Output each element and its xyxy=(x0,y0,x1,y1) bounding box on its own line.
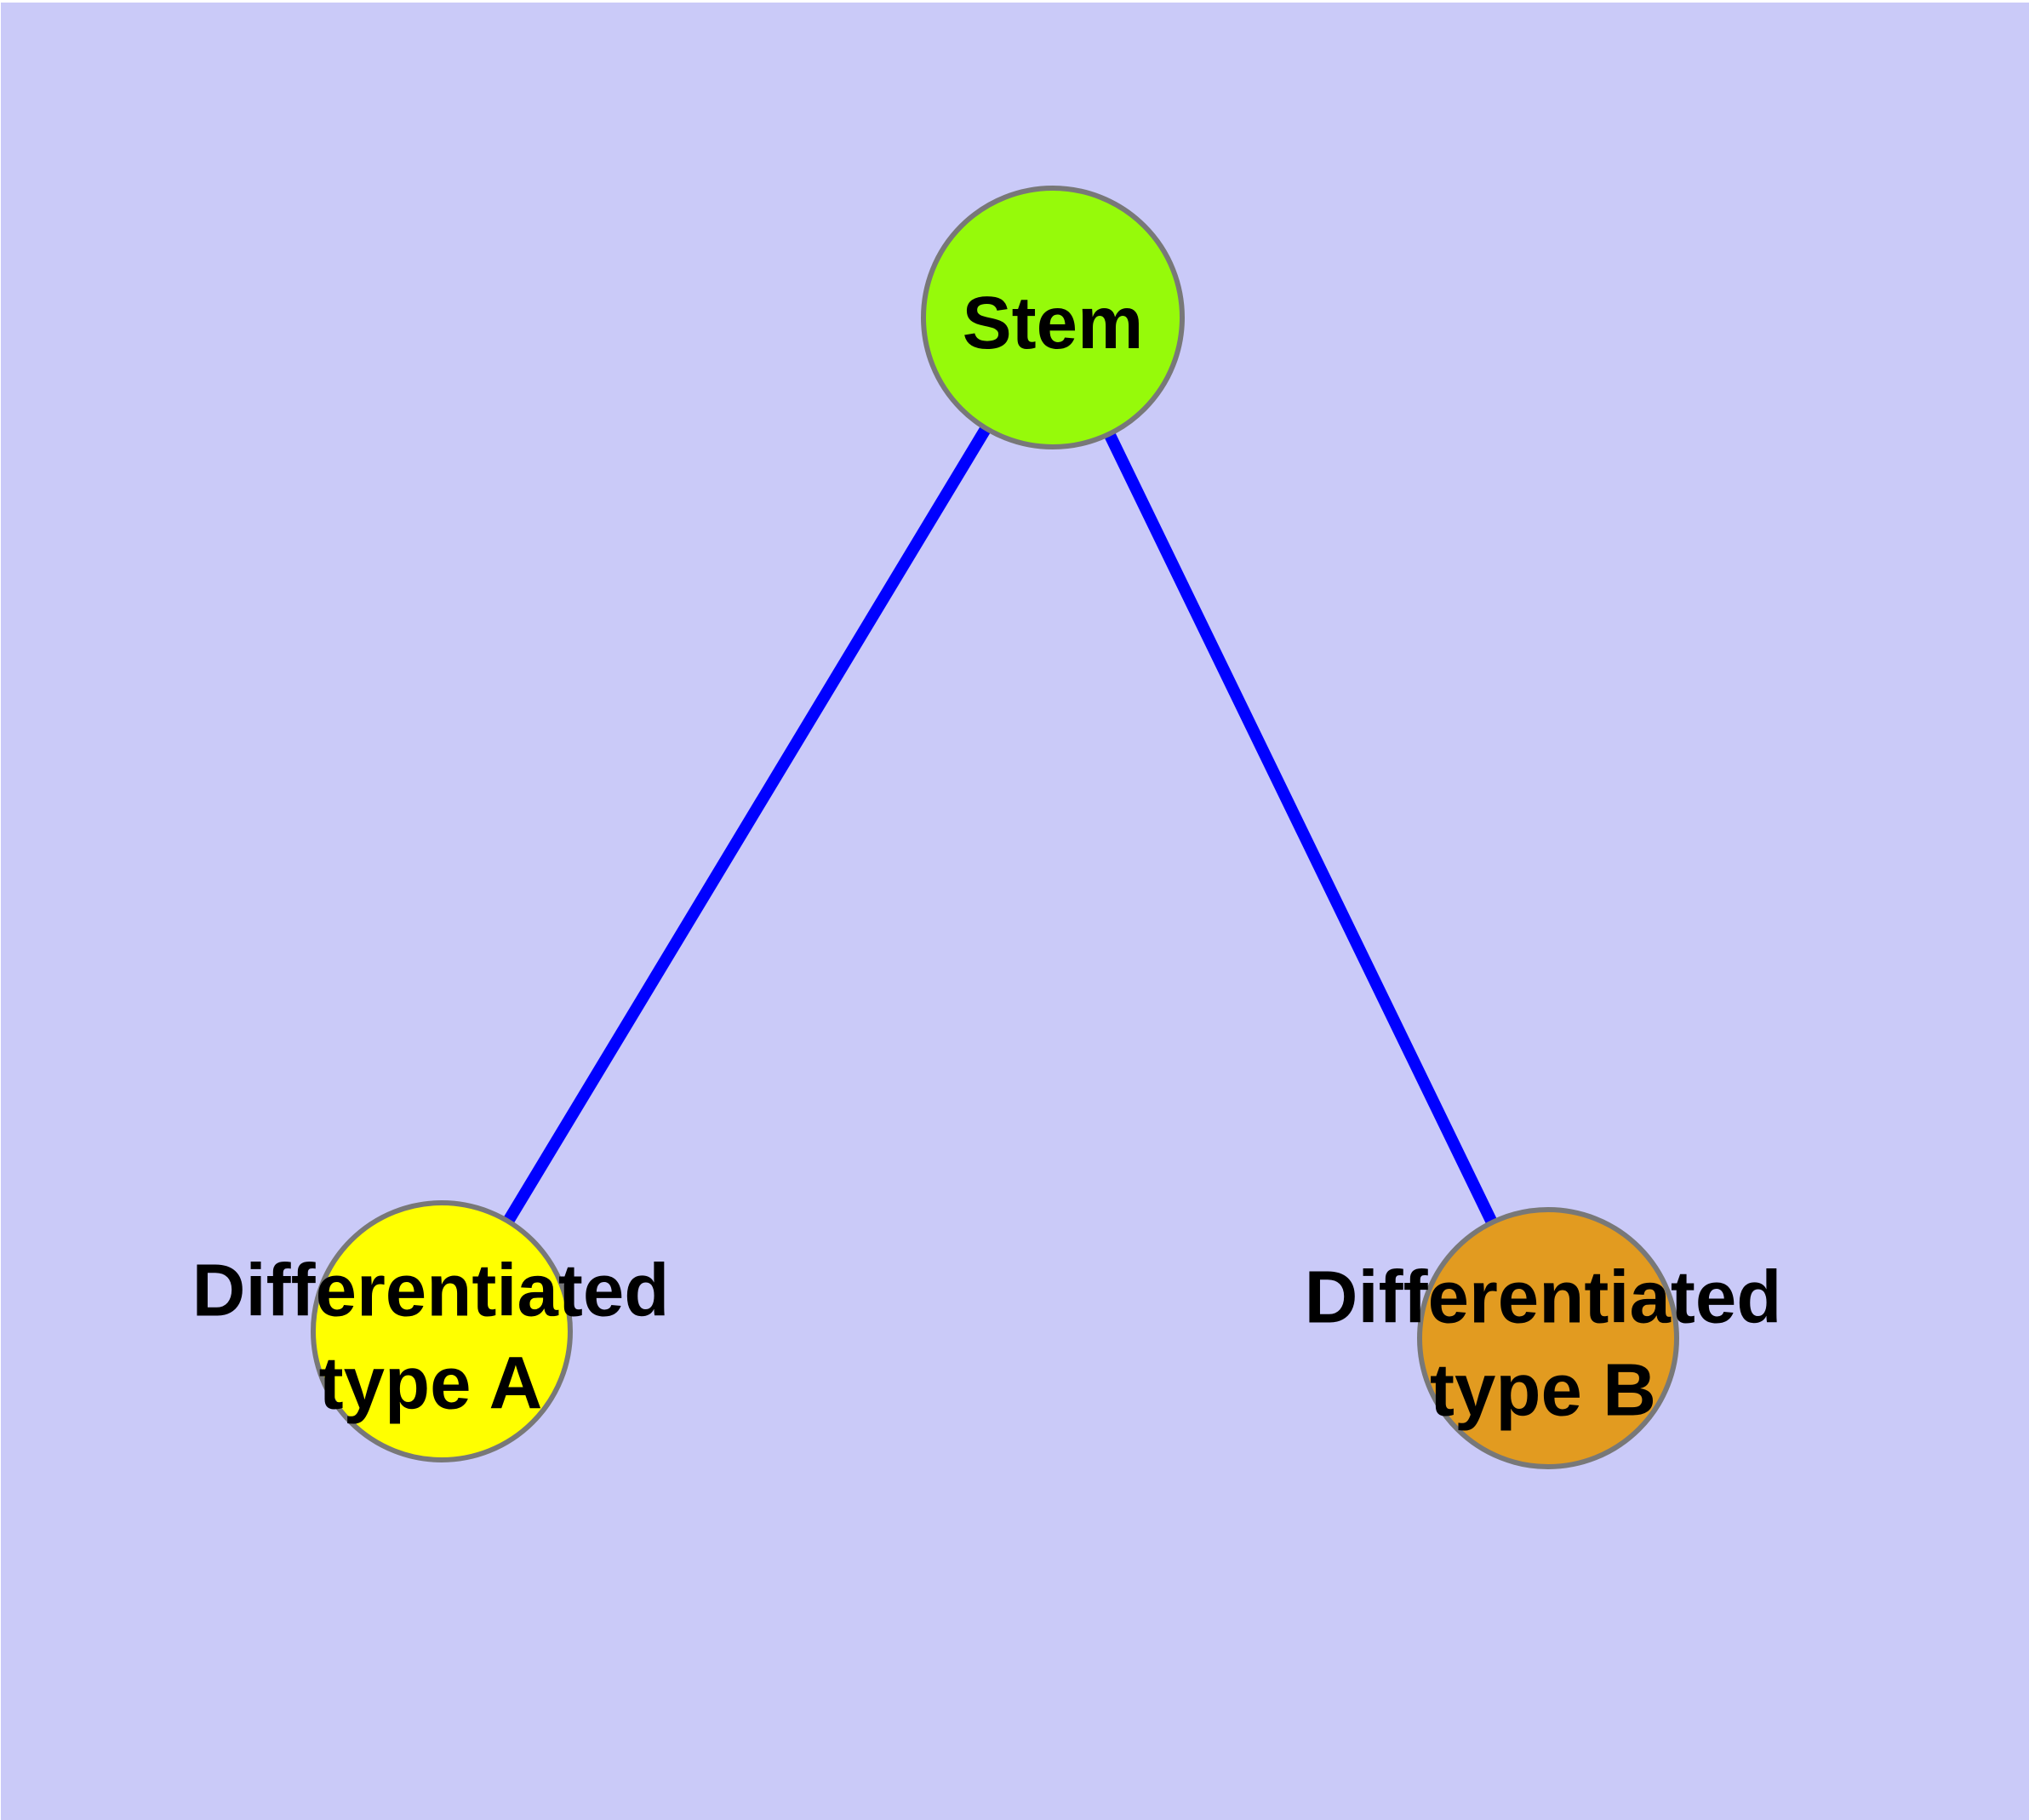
node-diff-type-a-label-line-1: Differentiated xyxy=(192,1250,670,1332)
node-diff-type-b-circle xyxy=(1417,1207,1679,1469)
nodes-layer xyxy=(311,186,1679,1469)
node-diff-type-a-label: Differentiated type A xyxy=(192,1250,670,1425)
node-stem-label-line-1: Stem xyxy=(963,282,1144,364)
node-stem-circle xyxy=(921,186,1185,449)
edges-layer xyxy=(437,314,1554,1342)
node-diff-type-b-label-line-2: type B xyxy=(1430,1349,1656,1432)
node-diff-type-a-label-line-2: type A xyxy=(319,1342,543,1425)
node-diff-type-b-label: Differentiated type B xyxy=(1305,1256,1782,1432)
edge-stem-to-diff-type-a xyxy=(437,314,1058,1335)
node-diff-type-a-circle xyxy=(311,1200,573,1462)
node-stem-label: Stem xyxy=(963,282,1144,364)
node-diff-type-b-label-line-1: Differentiated xyxy=(1305,1256,1782,1339)
edge-stem-to-diff-type-b xyxy=(1047,314,1554,1342)
